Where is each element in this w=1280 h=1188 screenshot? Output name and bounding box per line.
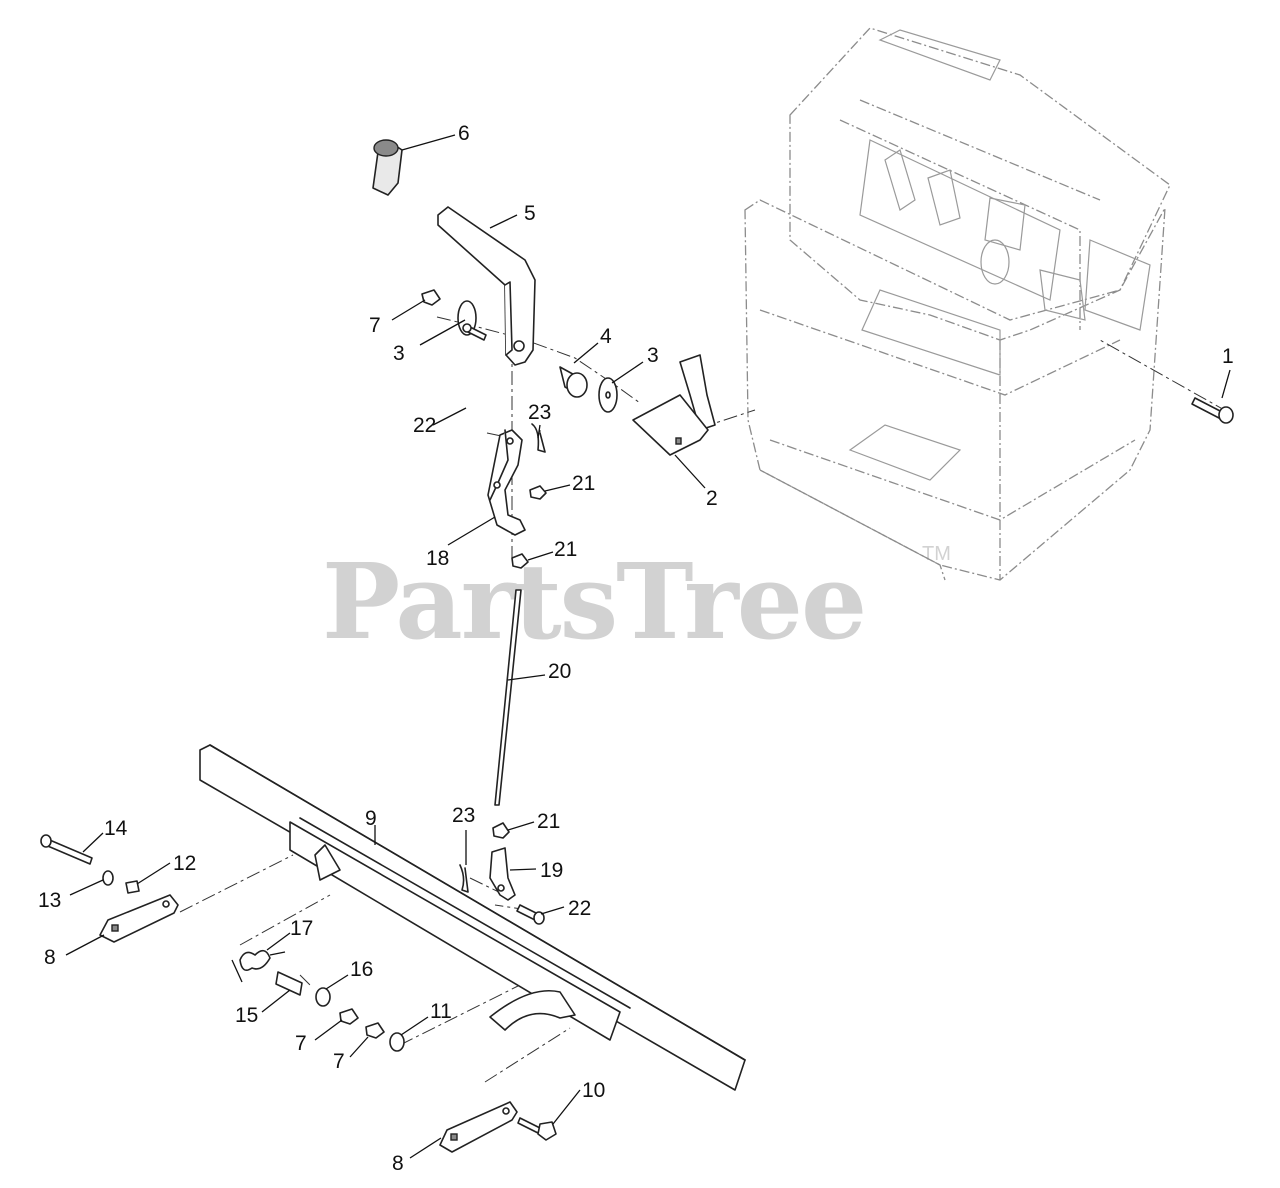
callout-10: 10 [582, 1079, 605, 1102]
callout-23-lower: 23 [452, 804, 475, 827]
callout-1: 1 [1222, 345, 1234, 368]
bolt-part-10 [517, 1117, 557, 1141]
callout-9: 9 [365, 807, 377, 830]
callout-23-top: 23 [528, 401, 551, 424]
callout-5: 5 [524, 202, 536, 225]
callout-7-middle: 7 [295, 1032, 307, 1055]
spacer-part-15 [275, 971, 303, 996]
callout-7-lower: 7 [333, 1050, 345, 1073]
nut-part-21-upper [529, 485, 547, 500]
callout-8-upper: 8 [44, 946, 56, 969]
callout-22-top: 22 [413, 414, 436, 437]
callout-6: 6 [458, 122, 470, 145]
clevis-part-19 [489, 847, 516, 901]
callout-21-middle: 21 [554, 538, 577, 561]
watermark-trademark: TM [922, 543, 951, 565]
nut-part-21-middle [511, 553, 529, 569]
washer-part-13 [102, 870, 114, 886]
nut-part-7-middle [339, 1008, 359, 1025]
callout-13: 13 [38, 889, 61, 912]
lever-arm-part-5 [437, 206, 536, 366]
watermark-brand: PartsTree [322, 540, 865, 663]
pin-part-22-lower [516, 904, 545, 925]
callout-2: 2 [706, 487, 718, 510]
callout-11: 11 [430, 1000, 452, 1023]
rod-part-20 [494, 589, 522, 806]
callout-17: 17 [290, 917, 313, 940]
callout-22-lower: 22 [568, 897, 591, 920]
nut-part-7-top [421, 289, 441, 306]
link-plate-part-8-upper [99, 894, 179, 943]
bushing-part-12 [125, 880, 140, 894]
link-plate-part-8-lower [439, 1101, 518, 1153]
leader-lines [65, 134, 1231, 1159]
callout-15: 15 [235, 1004, 258, 1027]
callout-19: 19 [540, 859, 563, 882]
cotter-pin-part-23-lower [459, 864, 469, 893]
bushing-part-4 [559, 366, 588, 398]
callout-21-upper: 21 [572, 472, 595, 495]
callout-18: 18 [426, 547, 449, 570]
pin-part-22-top [462, 323, 487, 341]
bolt-part-1 [1191, 397, 1234, 424]
chassis-frame [744, 27, 1171, 581]
callout-3-right: 3 [647, 344, 659, 367]
callout-4: 4 [600, 325, 612, 348]
callout-12: 12 [173, 852, 196, 875]
spring-part-17 [231, 949, 286, 983]
callout-14: 14 [104, 817, 128, 840]
grip-part-6 [372, 139, 403, 196]
nut-part-21-lower [492, 822, 510, 839]
pivot-bracket-part-18 [487, 429, 526, 536]
callout-8-lower: 8 [392, 1152, 404, 1175]
callout-3-left: 3 [393, 342, 405, 365]
callout-7-top: 7 [369, 314, 381, 337]
callouts: 1 2 3 3 4 5 6 7 7 7 8 8 9 10 11 12 13 14… [38, 122, 1234, 1175]
bracket-part-2 [632, 354, 716, 456]
callout-16: 16 [350, 958, 373, 981]
washer-part-11 [389, 1032, 405, 1052]
watermark: PartsTree TM [322, 540, 951, 663]
bar-part-9 [199, 744, 746, 1091]
callout-21-lower: 21 [537, 810, 560, 833]
washer-part-16 [315, 987, 331, 1007]
callout-20: 20 [548, 660, 571, 683]
nut-part-7-lower [365, 1022, 385, 1039]
bolt-part-14 [40, 834, 93, 865]
